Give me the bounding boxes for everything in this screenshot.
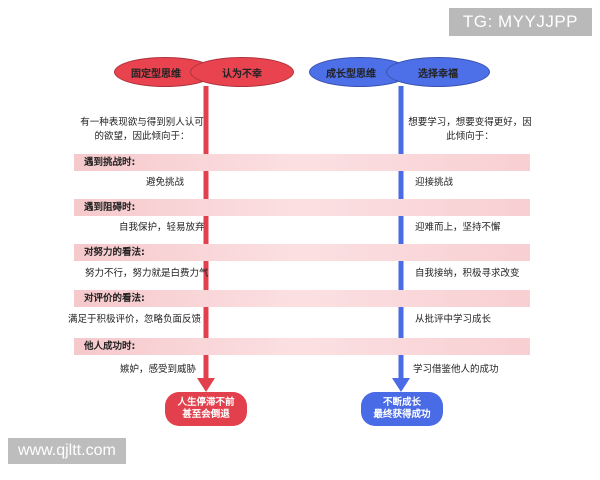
left-response: 避免挑战 [146, 177, 185, 188]
row-label-obstacle: 遇到阻碍时: [84, 202, 136, 213]
left-intro: 有一种表现欲与得到别人认可 的欲望，因此倾向于： [72, 116, 212, 144]
right-response: 迎难而上，坚持不懈 [415, 222, 501, 233]
row-band [74, 338, 530, 355]
left-response: 满足于积极评价，忽略负面反馈 [68, 314, 202, 325]
right-response: 从批评中学习成长 [415, 314, 492, 325]
growth-outcome-line2: 最终获得成功 [373, 409, 431, 420]
growth-outcome-box: 不断成长 最终获得成功 [361, 392, 443, 426]
right-intro-line2: 此倾向于： [446, 131, 494, 142]
left-response: 嫉妒，感受到威胁 [120, 364, 197, 375]
row-band [74, 154, 530, 171]
fixed-outcome-box: 人生停滞不前 甚至会倒退 [165, 392, 247, 426]
right-intro-line1: 想要学习，想要变得更好，因 [408, 117, 532, 128]
right-response: 迎接挑战 [415, 177, 454, 188]
growth-outcome-line1: 不断成长 [382, 397, 421, 408]
watermark-site: www.qjltt.com [8, 438, 126, 464]
growth-mindset-label: 成长型思维 [326, 68, 376, 80]
left-response: 自我保护，轻易放弃 [119, 222, 205, 233]
right-intro: 想要学习，想要变得更好，因 此倾向于： [400, 116, 540, 144]
left-intro-line1: 有一种表现欲与得到别人认可 [80, 117, 204, 128]
row-label-effort: 对努力的看法: [84, 247, 145, 258]
row-label-others-success: 他人成功时: [84, 341, 136, 352]
unhappy-oval: 认为不幸 [190, 57, 294, 87]
fixed-mindset-label: 固定型思维 [131, 68, 181, 80]
right-response: 自我接纳，积极寻求改变 [415, 268, 520, 279]
choose-happiness-oval: 选择幸福 [386, 57, 490, 87]
row-label-challenge: 遇到挑战时: [84, 157, 136, 168]
row-band [74, 290, 530, 307]
left-response: 努力不行，努力就是白费力气 [85, 268, 209, 279]
row-band [74, 244, 530, 261]
left-intro-line2: 的欲望，因此倾向于： [94, 131, 190, 142]
unhappy-label: 认为不幸 [222, 68, 262, 80]
row-band [74, 199, 530, 216]
fixed-outcome-line2: 甚至会倒退 [182, 409, 230, 420]
right-response: 学习借鉴他人的成功 [413, 364, 499, 375]
choose-happiness-label: 选择幸福 [418, 68, 458, 80]
right-arrow-head [392, 378, 410, 392]
watermark-tg: TG: MYYJJPP [448, 8, 592, 36]
left-arrow-head [197, 378, 215, 392]
fixed-outcome-line1: 人生停滞不前 [177, 397, 235, 408]
row-label-feedback: 对评价的看法: [84, 293, 145, 304]
